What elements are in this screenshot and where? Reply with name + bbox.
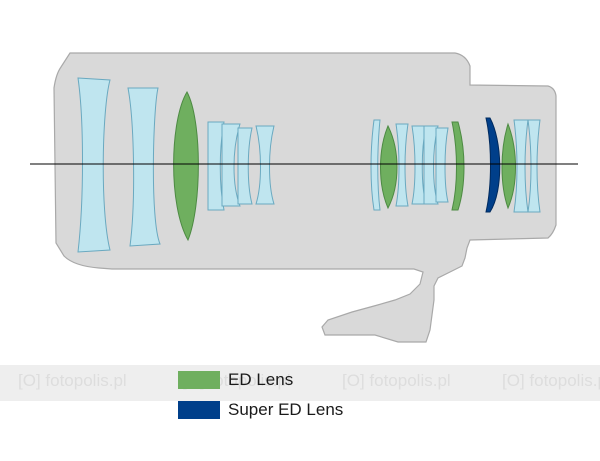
watermark-band [0, 365, 600, 401]
lens-element [527, 119, 541, 213]
lens-element [370, 119, 381, 211]
watermark-logo: [O] fotopolis.pl [502, 371, 600, 390]
legend-label-ed: ED Lens [228, 370, 294, 389]
ed-lens-element [451, 121, 465, 211]
legend-item-ed-lens: ED Lens [178, 369, 293, 391]
lens-element [435, 127, 449, 203]
super-ed-lens-element [485, 117, 501, 213]
lens-element [395, 123, 409, 207]
lens-element [77, 77, 111, 253]
lens-element [255, 125, 275, 205]
legend-item-super-ed-lens: Super ED Lens [178, 399, 343, 421]
legend-swatch-ed [178, 371, 220, 389]
ed-lens-element [380, 124, 398, 210]
lens-element [127, 87, 161, 247]
legend-swatch-super-ed [178, 401, 220, 419]
watermark-logo: [O] fotopolis.pl [18, 371, 127, 390]
ed-lens-element [173, 90, 199, 242]
lens-element [237, 127, 253, 205]
legend-label-super-ed: Super ED Lens [228, 400, 344, 419]
watermark-logo: [O] fotopolis.pl [342, 371, 451, 390]
ed-lens-element [501, 122, 516, 210]
